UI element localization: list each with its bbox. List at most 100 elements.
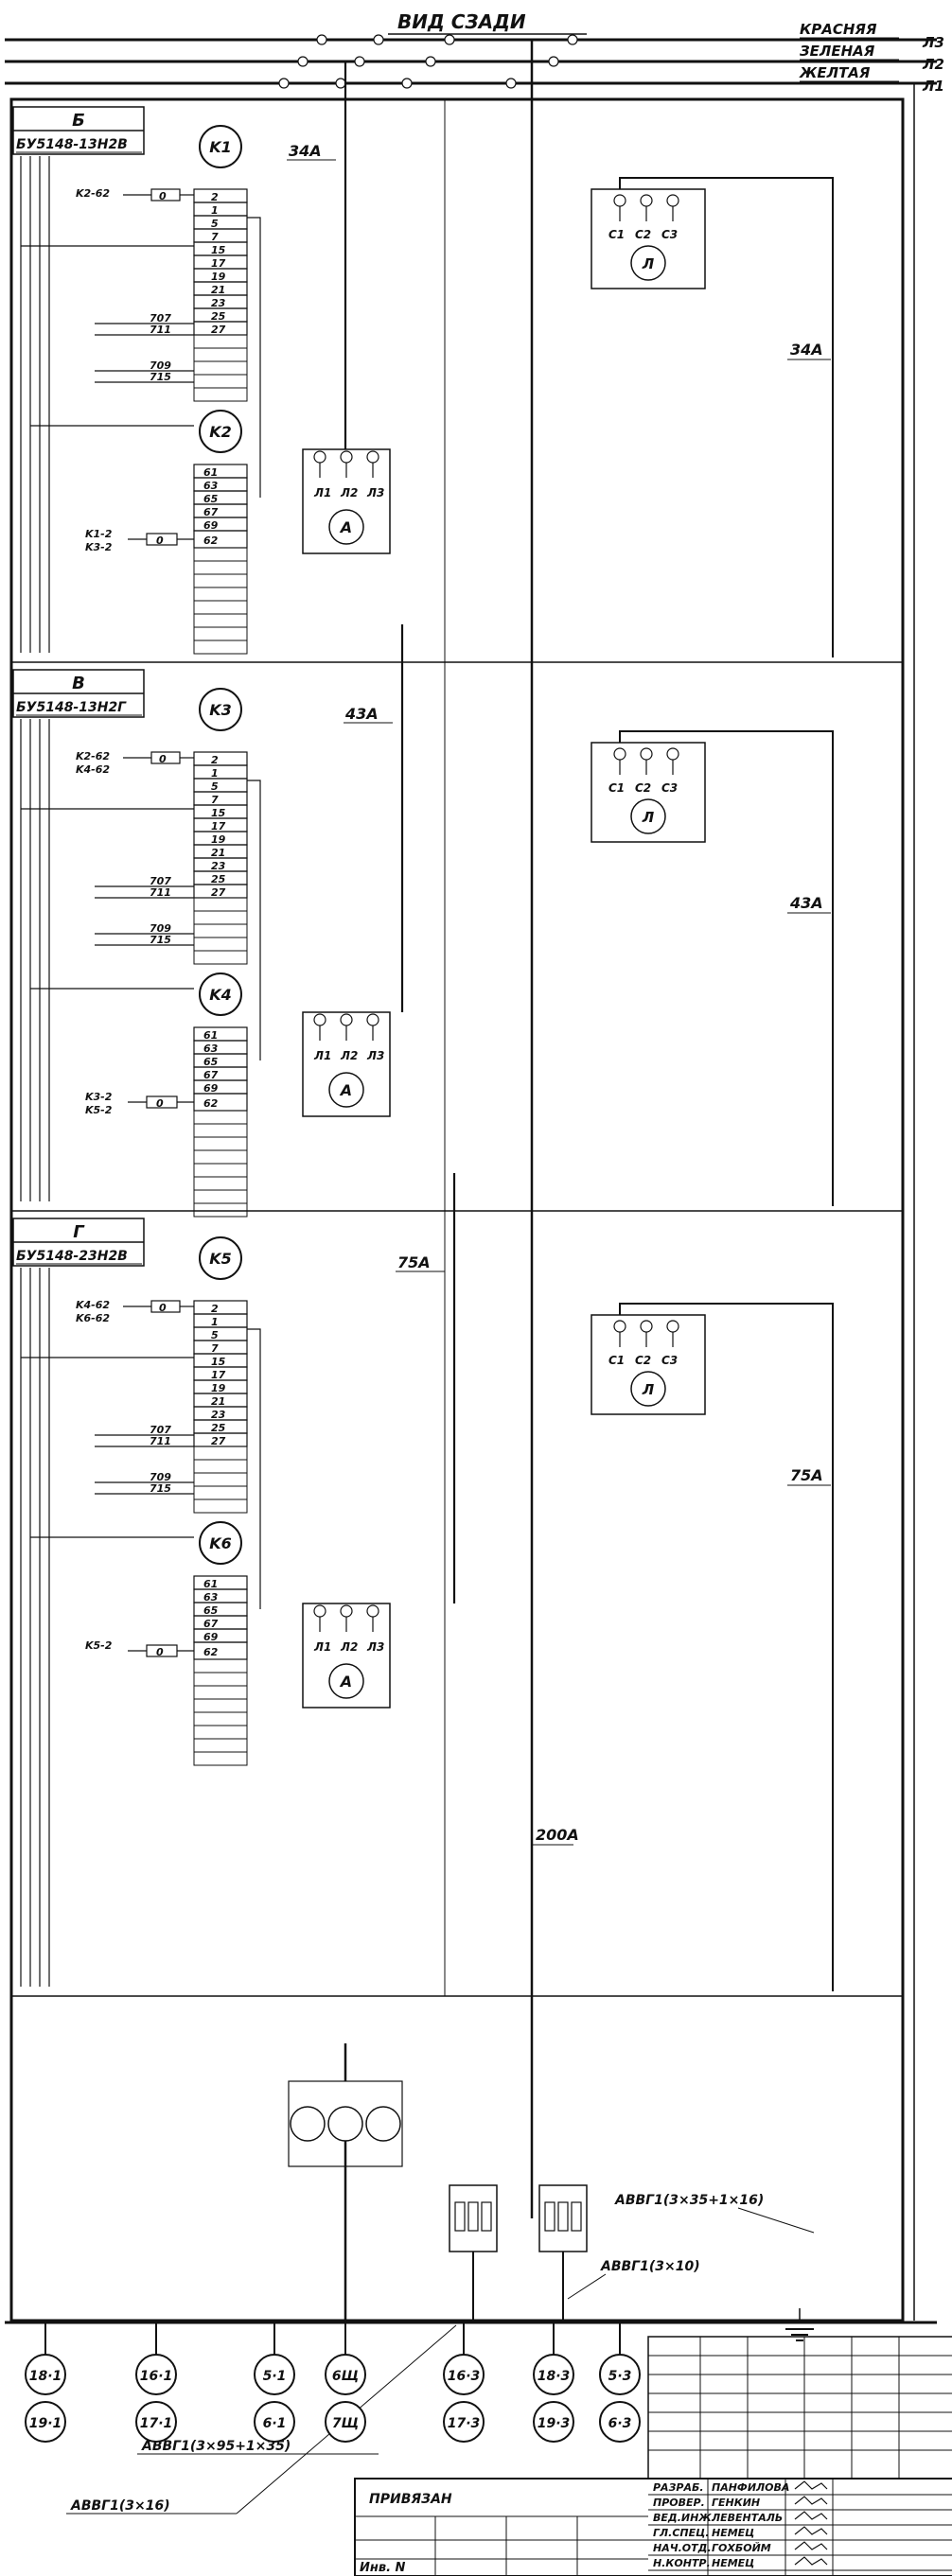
counter-symbol: Л — [642, 1381, 655, 1398]
signature-role: НАЧ.ОТД. — [653, 2542, 712, 2554]
terminal-blank — [193, 587, 248, 602]
terminal-circle-top — [325, 2354, 366, 2395]
terminal-circle-bottom-label: 6·3 — [608, 2416, 632, 2431]
terminal-blank — [193, 334, 248, 349]
signature-scribble — [794, 2480, 828, 2490]
counter-term-label: С3 — [661, 781, 678, 795]
terminal-cell — [193, 1300, 248, 1315]
terminal-cell — [193, 1615, 248, 1630]
bus-code-label: Л2 — [922, 56, 944, 73]
relay-top-label: K3 — [209, 701, 232, 719]
terminal-blank — [193, 1711, 248, 1726]
terminal-blank — [193, 1751, 248, 1766]
terminal-blank — [193, 374, 248, 389]
signature-name: НЕМЕЦ — [712, 2527, 754, 2539]
terminal-62-label: 62 — [203, 534, 219, 547]
current-label: 75А — [397, 1253, 431, 1271]
counter-terminal — [613, 194, 626, 207]
bus-tap — [505, 78, 517, 89]
terminal-label: 17 — [211, 820, 226, 832]
relay-top — [199, 1236, 242, 1280]
terminal-circle-top — [443, 2354, 485, 2395]
terminal-circle-top — [254, 2354, 295, 2395]
load-circle — [290, 2106, 326, 2142]
signature-scribble — [794, 2556, 828, 2566]
terminal-blank — [193, 923, 248, 938]
counter-term-label: С3 — [661, 228, 678, 241]
terminal-cell — [193, 1079, 248, 1095]
counter-dial — [630, 245, 666, 281]
terminal-label: 23 — [211, 1409, 226, 1421]
terminal-cell — [193, 1313, 248, 1328]
ammeter-dial — [328, 509, 364, 545]
terminal-label: 25 — [211, 310, 226, 323]
counter-symbol: Л — [642, 809, 655, 826]
terminal-label: 5 — [211, 780, 219, 793]
bus-color-label: ЗЕЛЕНАЯ — [800, 43, 875, 60]
terminal-label: 1 — [211, 767, 219, 780]
cable-leader — [567, 2273, 607, 2300]
terminal-label: 19 — [211, 833, 226, 846]
counter-terminal — [613, 1320, 626, 1333]
current-label: 34А — [289, 142, 322, 160]
terminal-label: 7 — [211, 231, 219, 243]
panel-letter: Б — [72, 111, 85, 131]
terminal-blank — [193, 1459, 248, 1474]
signature-role: ПРОВЕР. — [653, 2497, 705, 2509]
terminal-b-label: 63 — [203, 480, 219, 492]
terminal-cell — [193, 1053, 248, 1068]
counter-terminal — [613, 747, 626, 761]
terminal-blank — [193, 1110, 248, 1125]
counter-term-label: С2 — [635, 781, 651, 795]
ammeter-terminal — [340, 1013, 353, 1026]
terminal-circle-bottom — [599, 2401, 641, 2443]
ammeter-terminal — [366, 450, 379, 464]
relay-top — [199, 688, 242, 731]
ammeter-term-label: Л1 — [313, 1640, 331, 1654]
bus-color-label: КРАСНЯЯ — [800, 21, 877, 38]
main-current-label: 200А — [536, 1826, 579, 1844]
terminal-62-label: 62 — [203, 1646, 219, 1658]
terminal-label: 27 — [211, 1435, 226, 1447]
terminal-b-label: 65 — [203, 1604, 219, 1617]
cable-label: АВВГ1(3×35+1×16) — [614, 2193, 764, 2208]
terminal-circle-bottom-label: 19·3 — [538, 2416, 571, 2431]
panel-frame — [9, 97, 905, 2322]
counter-terminal — [666, 1320, 679, 1333]
ammeter-terminal — [366, 1604, 379, 1618]
cable-leader — [737, 2207, 815, 2234]
terminal-circle-top-label: 6Щ — [332, 2369, 359, 2384]
terminal-label: 21 — [211, 284, 225, 296]
signature-role: РАЗРАБ. — [653, 2481, 704, 2494]
ammeter-terminal — [313, 1604, 326, 1618]
bus-tap — [297, 56, 309, 67]
current-right-label: 34А — [790, 341, 823, 359]
terminal-blank — [193, 1698, 248, 1713]
counter-dial — [630, 1371, 666, 1407]
wire-number: 709 — [150, 1471, 171, 1483]
ammeter-term-label: Л3 — [366, 1049, 384, 1062]
ext-top-label: K4-62 — [76, 763, 110, 776]
bus-tap — [548, 56, 559, 67]
terminal-blank — [193, 937, 248, 952]
relay-top-label: K1 — [209, 138, 232, 156]
bus-tap — [401, 78, 413, 89]
panel-letter: Г — [73, 1222, 85, 1242]
terminal-cell — [193, 764, 248, 780]
terminal-blank — [193, 547, 248, 562]
ext-bottom-label: K3-2 — [85, 541, 113, 553]
terminal-blank — [193, 1123, 248, 1138]
counter-terminal — [640, 747, 653, 761]
ext-bottom-fuse-label: 0 — [156, 1097, 164, 1110]
bus-tap — [316, 34, 327, 45]
terminal-b-label: 65 — [203, 493, 219, 505]
terminal-blank — [193, 640, 248, 655]
bus-tap — [335, 78, 346, 89]
terminal-cell — [193, 490, 248, 505]
bus-tap — [278, 78, 290, 89]
ext-top-label: K2-62 — [76, 187, 110, 200]
panel-type: БУ5148-13Н2В — [16, 137, 128, 152]
